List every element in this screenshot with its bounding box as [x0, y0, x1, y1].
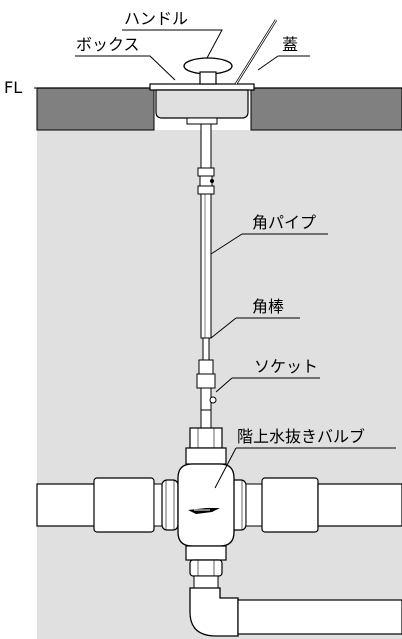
square-pipe — [200, 193, 212, 339]
drain-elbow — [189, 587, 402, 637]
horizontal-pipe-left — [36, 477, 179, 533]
label-socket: ソケット — [254, 357, 318, 376]
square-rod — [202, 337, 210, 361]
label-lid: 蓋 — [282, 35, 298, 54]
label-square-rod: 角棒 — [252, 297, 284, 316]
floor-box — [149, 83, 255, 125]
label-box: ボックス — [76, 35, 140, 54]
label-handle: ハンドル — [124, 9, 188, 28]
valve-bonnet — [185, 409, 227, 465]
label-square-pipe: 角パイプ — [252, 213, 316, 232]
floor-slab-right — [250, 87, 402, 131]
horizontal-pipe-right — [229, 477, 402, 533]
leader-lines — [34, 29, 396, 489]
socket — [196, 359, 217, 411]
floor-slab-left — [36, 87, 155, 131]
valve-body — [177, 463, 235, 547]
universal-joint — [197, 167, 215, 195]
label-floor-line: FL — [4, 78, 22, 97]
label-valve: 階上水抜きバルブ — [237, 427, 365, 446]
shaft-upper — [200, 123, 212, 169]
handle — [183, 57, 233, 85]
